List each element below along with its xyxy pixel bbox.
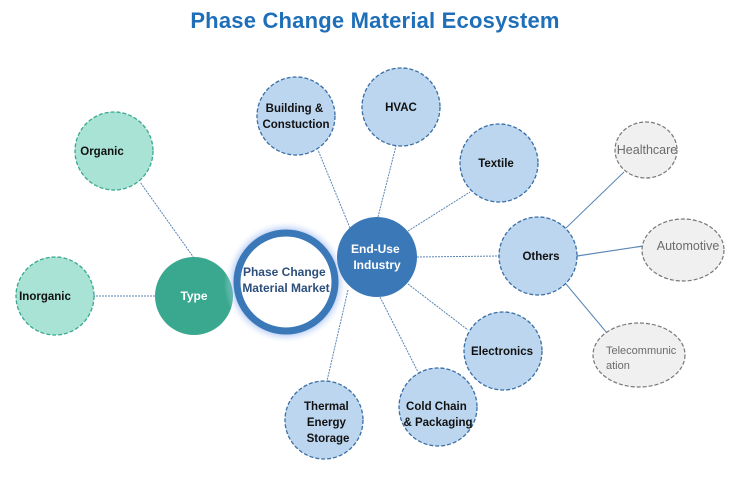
node-label: End-Use Industry xyxy=(351,242,403,272)
node-label: Telecommunic ation xyxy=(606,345,679,372)
diagram-title: Phase Change Material Ecosystem xyxy=(190,8,560,33)
node-type: Type xyxy=(155,257,233,335)
node-inorganic: Inorganic xyxy=(15,256,95,336)
connector-enduse-textile xyxy=(407,191,471,232)
node-others: Others xyxy=(498,216,578,296)
node-hvac: HVAC xyxy=(361,67,441,147)
connector-type-organic xyxy=(139,181,195,259)
connector-enduse-electronics xyxy=(407,283,469,331)
connector-others-healthcare xyxy=(565,171,625,229)
node-label: Others xyxy=(522,251,559,263)
connector-others-automotive xyxy=(576,245,644,257)
connector-enduse-coldchain xyxy=(379,296,419,373)
node-automotive: Automotive xyxy=(641,218,725,282)
node-end-use-industry: End-Use Industry xyxy=(337,217,417,297)
connector-enduse-hvac xyxy=(377,145,397,218)
connector-enduse-building xyxy=(317,149,351,229)
node-label: Electronics xyxy=(471,346,533,358)
node-label: Healthcare xyxy=(617,143,677,157)
node-label: Type xyxy=(180,289,207,303)
connector-others-telecom xyxy=(565,283,608,334)
node-label: Phase Change Material Market xyxy=(242,265,329,295)
node-textile: Textile xyxy=(459,123,539,203)
node-core-market: Phase Change Material Market xyxy=(224,220,348,344)
connector-enduse-others xyxy=(416,255,500,258)
node-label: Automotive xyxy=(657,239,720,253)
node-organic: Organic xyxy=(74,111,154,191)
node-label: Organic xyxy=(80,146,124,158)
node-electronics: Electronics xyxy=(463,311,543,391)
connectors xyxy=(94,145,644,382)
node-cold-chain-packaging: Cold Chain & Packaging xyxy=(398,367,478,447)
node-label: Thermal Energy Storage xyxy=(304,401,352,445)
node-healthcare: Healthcare xyxy=(614,121,678,179)
node-thermal-energy-storage: Thermal Energy Storage xyxy=(284,380,364,460)
node-label: Textile xyxy=(478,158,514,170)
node-label: HVAC xyxy=(385,102,417,114)
node-label: Building & Constuction xyxy=(262,103,329,131)
node-telecommunication: Telecommunic ation xyxy=(592,322,686,388)
node-label: Cold Chain & Packaging xyxy=(403,401,472,429)
node-building-construction: Building & Constuction xyxy=(256,76,336,156)
connector-enduse-thermal xyxy=(326,289,349,382)
node-label: Inorganic xyxy=(19,291,71,303)
